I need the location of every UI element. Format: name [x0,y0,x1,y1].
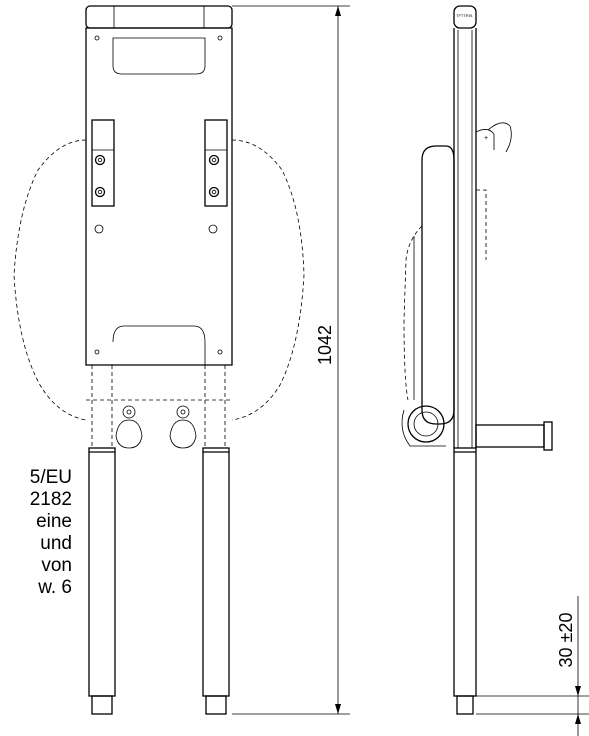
right-leg [202,447,230,697]
left-leg [88,447,116,697]
side-post [453,28,477,448]
cropped-text-line: und [40,533,72,554]
front-view [13,5,305,715]
cropped-text-block: 5/EU 2182 eine und von w. 6 [0,467,72,599]
side-leg [453,447,477,697]
side-view: TFTTRIS + [401,5,553,715]
height-dimension-label: 1042 [315,325,335,365]
svg-text:+: + [484,135,488,142]
cropped-text-line: von [41,555,72,576]
seat-outline [13,139,87,421]
cropped-text-line: eine [36,511,72,532]
leg-offset-dimension: 30 ±20 [476,596,589,736]
side-label: TFTTRIS [456,13,473,18]
cropped-text-line: 5/EU [29,467,72,488]
top-handle [85,5,233,29]
side-seat [421,145,455,425]
height-dimension: 1042 [232,5,350,715]
back-plate [85,27,233,366]
cropped-text-line: 2182 [29,489,72,510]
leg-offset-label: 30 ±20 [556,613,576,668]
cropped-text-line: w. 6 [38,577,72,598]
